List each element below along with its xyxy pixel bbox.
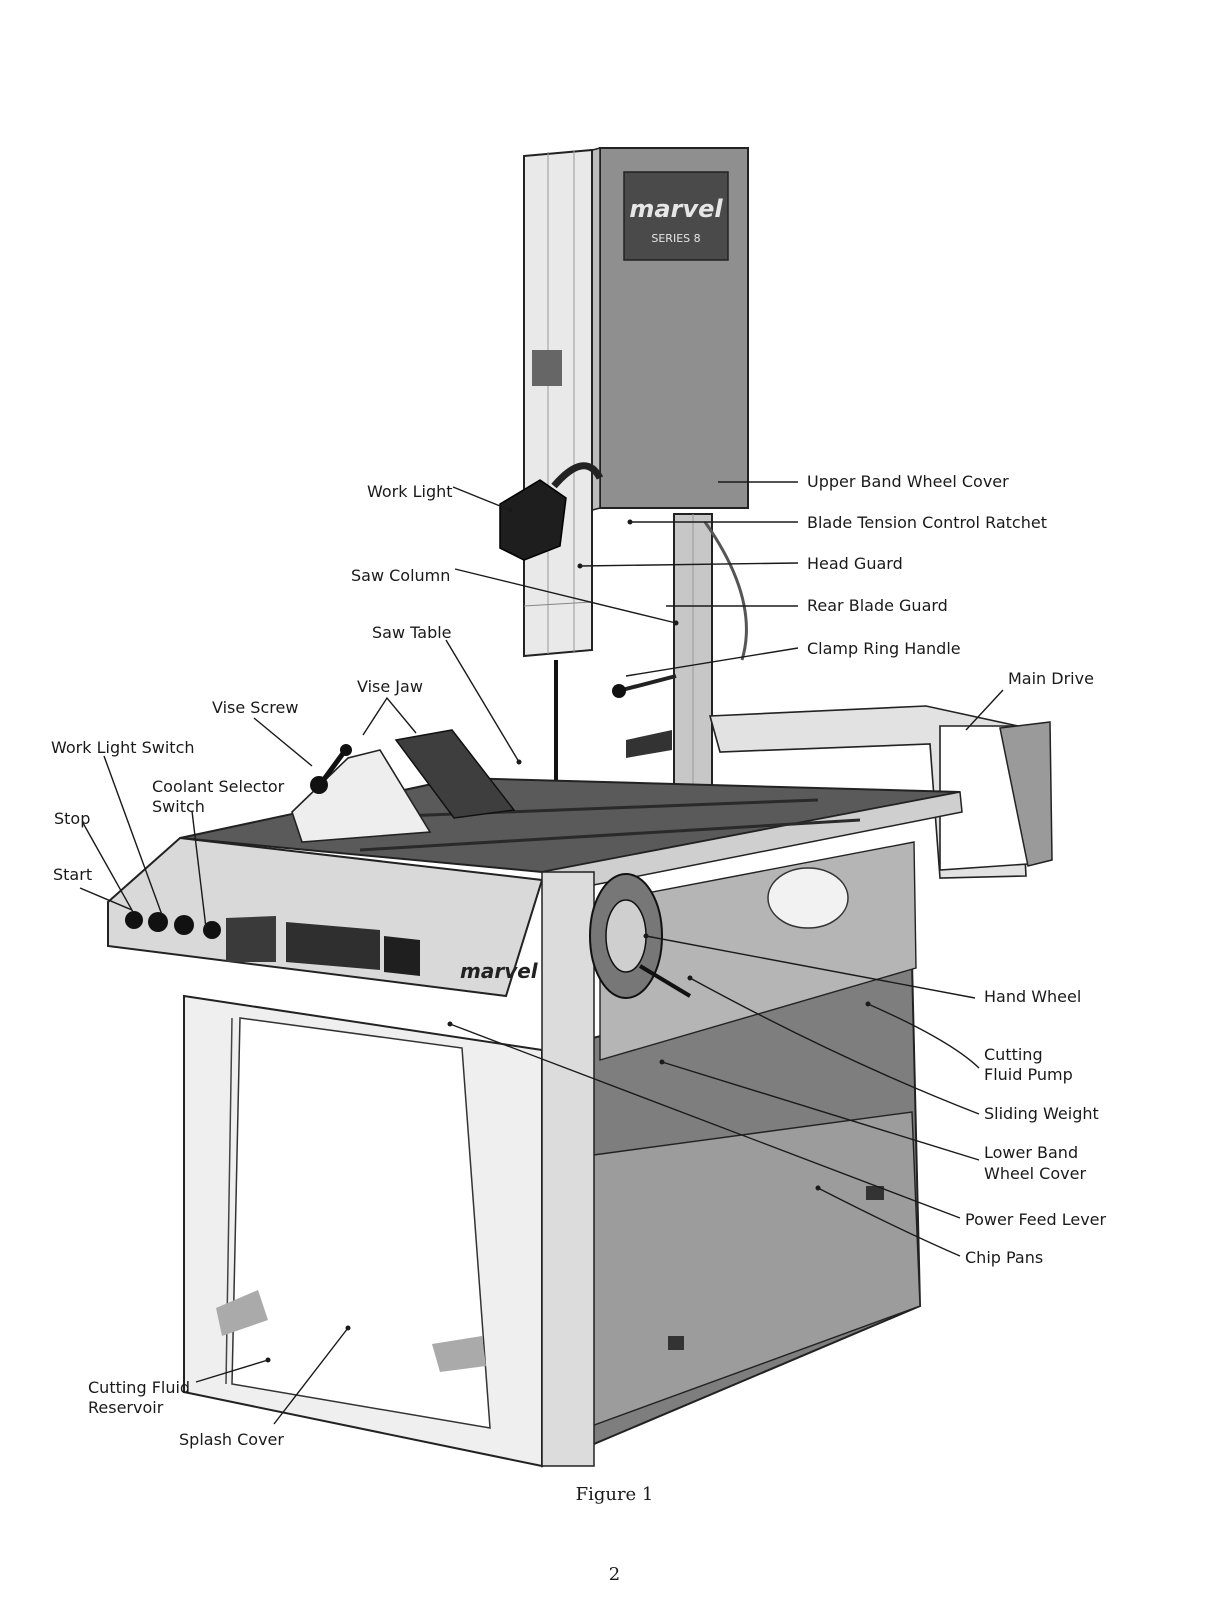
label-chip-pans: Chip Pans	[965, 1248, 1043, 1267]
logo-text: marvel	[629, 195, 723, 223]
label-sliding-weight: Sliding Weight	[984, 1104, 1099, 1123]
leader-stop	[82, 822, 134, 913]
leader-main-drive	[965, 689, 1004, 731]
label-blade-tension-control-ratchet: Blade Tension Control Ratchet	[807, 513, 1047, 532]
label-stop: Stop	[54, 809, 90, 828]
leader-hand-wheel	[645, 935, 976, 999]
label-cutting-fluid-pump-line2: Fluid Pump	[984, 1065, 1073, 1084]
label-work-light-switch: Work Light Switch	[51, 738, 195, 757]
label-cutting-fluid-reservoir-line2: Reservoir	[88, 1398, 164, 1417]
label-head-guard: Head Guard	[807, 554, 903, 573]
leader-saw-column	[454, 568, 677, 624]
label-saw-table: Saw Table	[372, 623, 452, 642]
leader-cutting-fluid-pump	[867, 1003, 980, 1069]
leader-work-light-switch	[103, 755, 163, 916]
page-number: 2	[608, 1564, 621, 1585]
leader-power-feed-lever	[449, 1023, 961, 1219]
leader-chip-pans	[817, 1187, 961, 1257]
leader-vise-screw	[253, 717, 313, 767]
callout-labels: Work Light Saw Column Saw Table Vise Jaw…	[51, 472, 1107, 1449]
leader-cutting-fluid-reservoir	[195, 1359, 269, 1383]
leader-saw-table	[445, 639, 520, 763]
label-clamp-ring-handle: Clamp Ring Handle	[807, 639, 961, 658]
label-rear-blade-guard: Rear Blade Guard	[807, 596, 948, 615]
leader-coolant-selector	[191, 810, 207, 929]
label-vise-screw: Vise Screw	[212, 698, 298, 717]
bandsaw-illustration: marvel SERIES 8	[107, 147, 1053, 1468]
label-splash-cover: Splash Cover	[179, 1430, 284, 1449]
logo-subtext: SERIES 8	[651, 232, 700, 245]
leader-lower-band-wheel-cover	[661, 1061, 980, 1161]
leader-work-light	[452, 486, 511, 511]
svg-text:marvel: marvel	[460, 959, 539, 983]
label-vise-jaw: Vise Jaw	[357, 677, 423, 696]
leader-sliding-weight	[689, 977, 980, 1115]
leader-splash-cover	[273, 1327, 349, 1425]
label-lower-band-wheel-cover-line2: Wheel Cover	[984, 1164, 1086, 1183]
leader-vise-jaw	[362, 696, 417, 736]
label-coolant-selector: Coolant Selector	[152, 777, 285, 796]
leader-lines	[79, 481, 1004, 1425]
label-hand-wheel: Hand Wheel	[984, 987, 1081, 1006]
label-saw-column: Saw Column	[351, 566, 450, 585]
label-main-drive: Main Drive	[1008, 669, 1094, 688]
leader-head-guard	[579, 562, 799, 567]
label-lower-band-wheel-cover: Lower Band	[984, 1143, 1078, 1162]
label-coolant-selector-line2: Switch	[152, 797, 205, 816]
label-work-light: Work Light	[367, 482, 453, 501]
label-upper-band-wheel-cover: Upper Band Wheel Cover	[807, 472, 1009, 491]
label-power-feed-lever: Power Feed Lever	[965, 1210, 1107, 1229]
label-cutting-fluid-pump: Cutting	[984, 1045, 1043, 1064]
leader-start	[79, 887, 133, 911]
leader-clamp-ring-handle	[625, 647, 799, 677]
figure-caption: Figure 1	[575, 1484, 654, 1505]
label-start: Start	[53, 865, 92, 884]
label-cutting-fluid-reservoir: Cutting Fluid	[88, 1378, 190, 1397]
